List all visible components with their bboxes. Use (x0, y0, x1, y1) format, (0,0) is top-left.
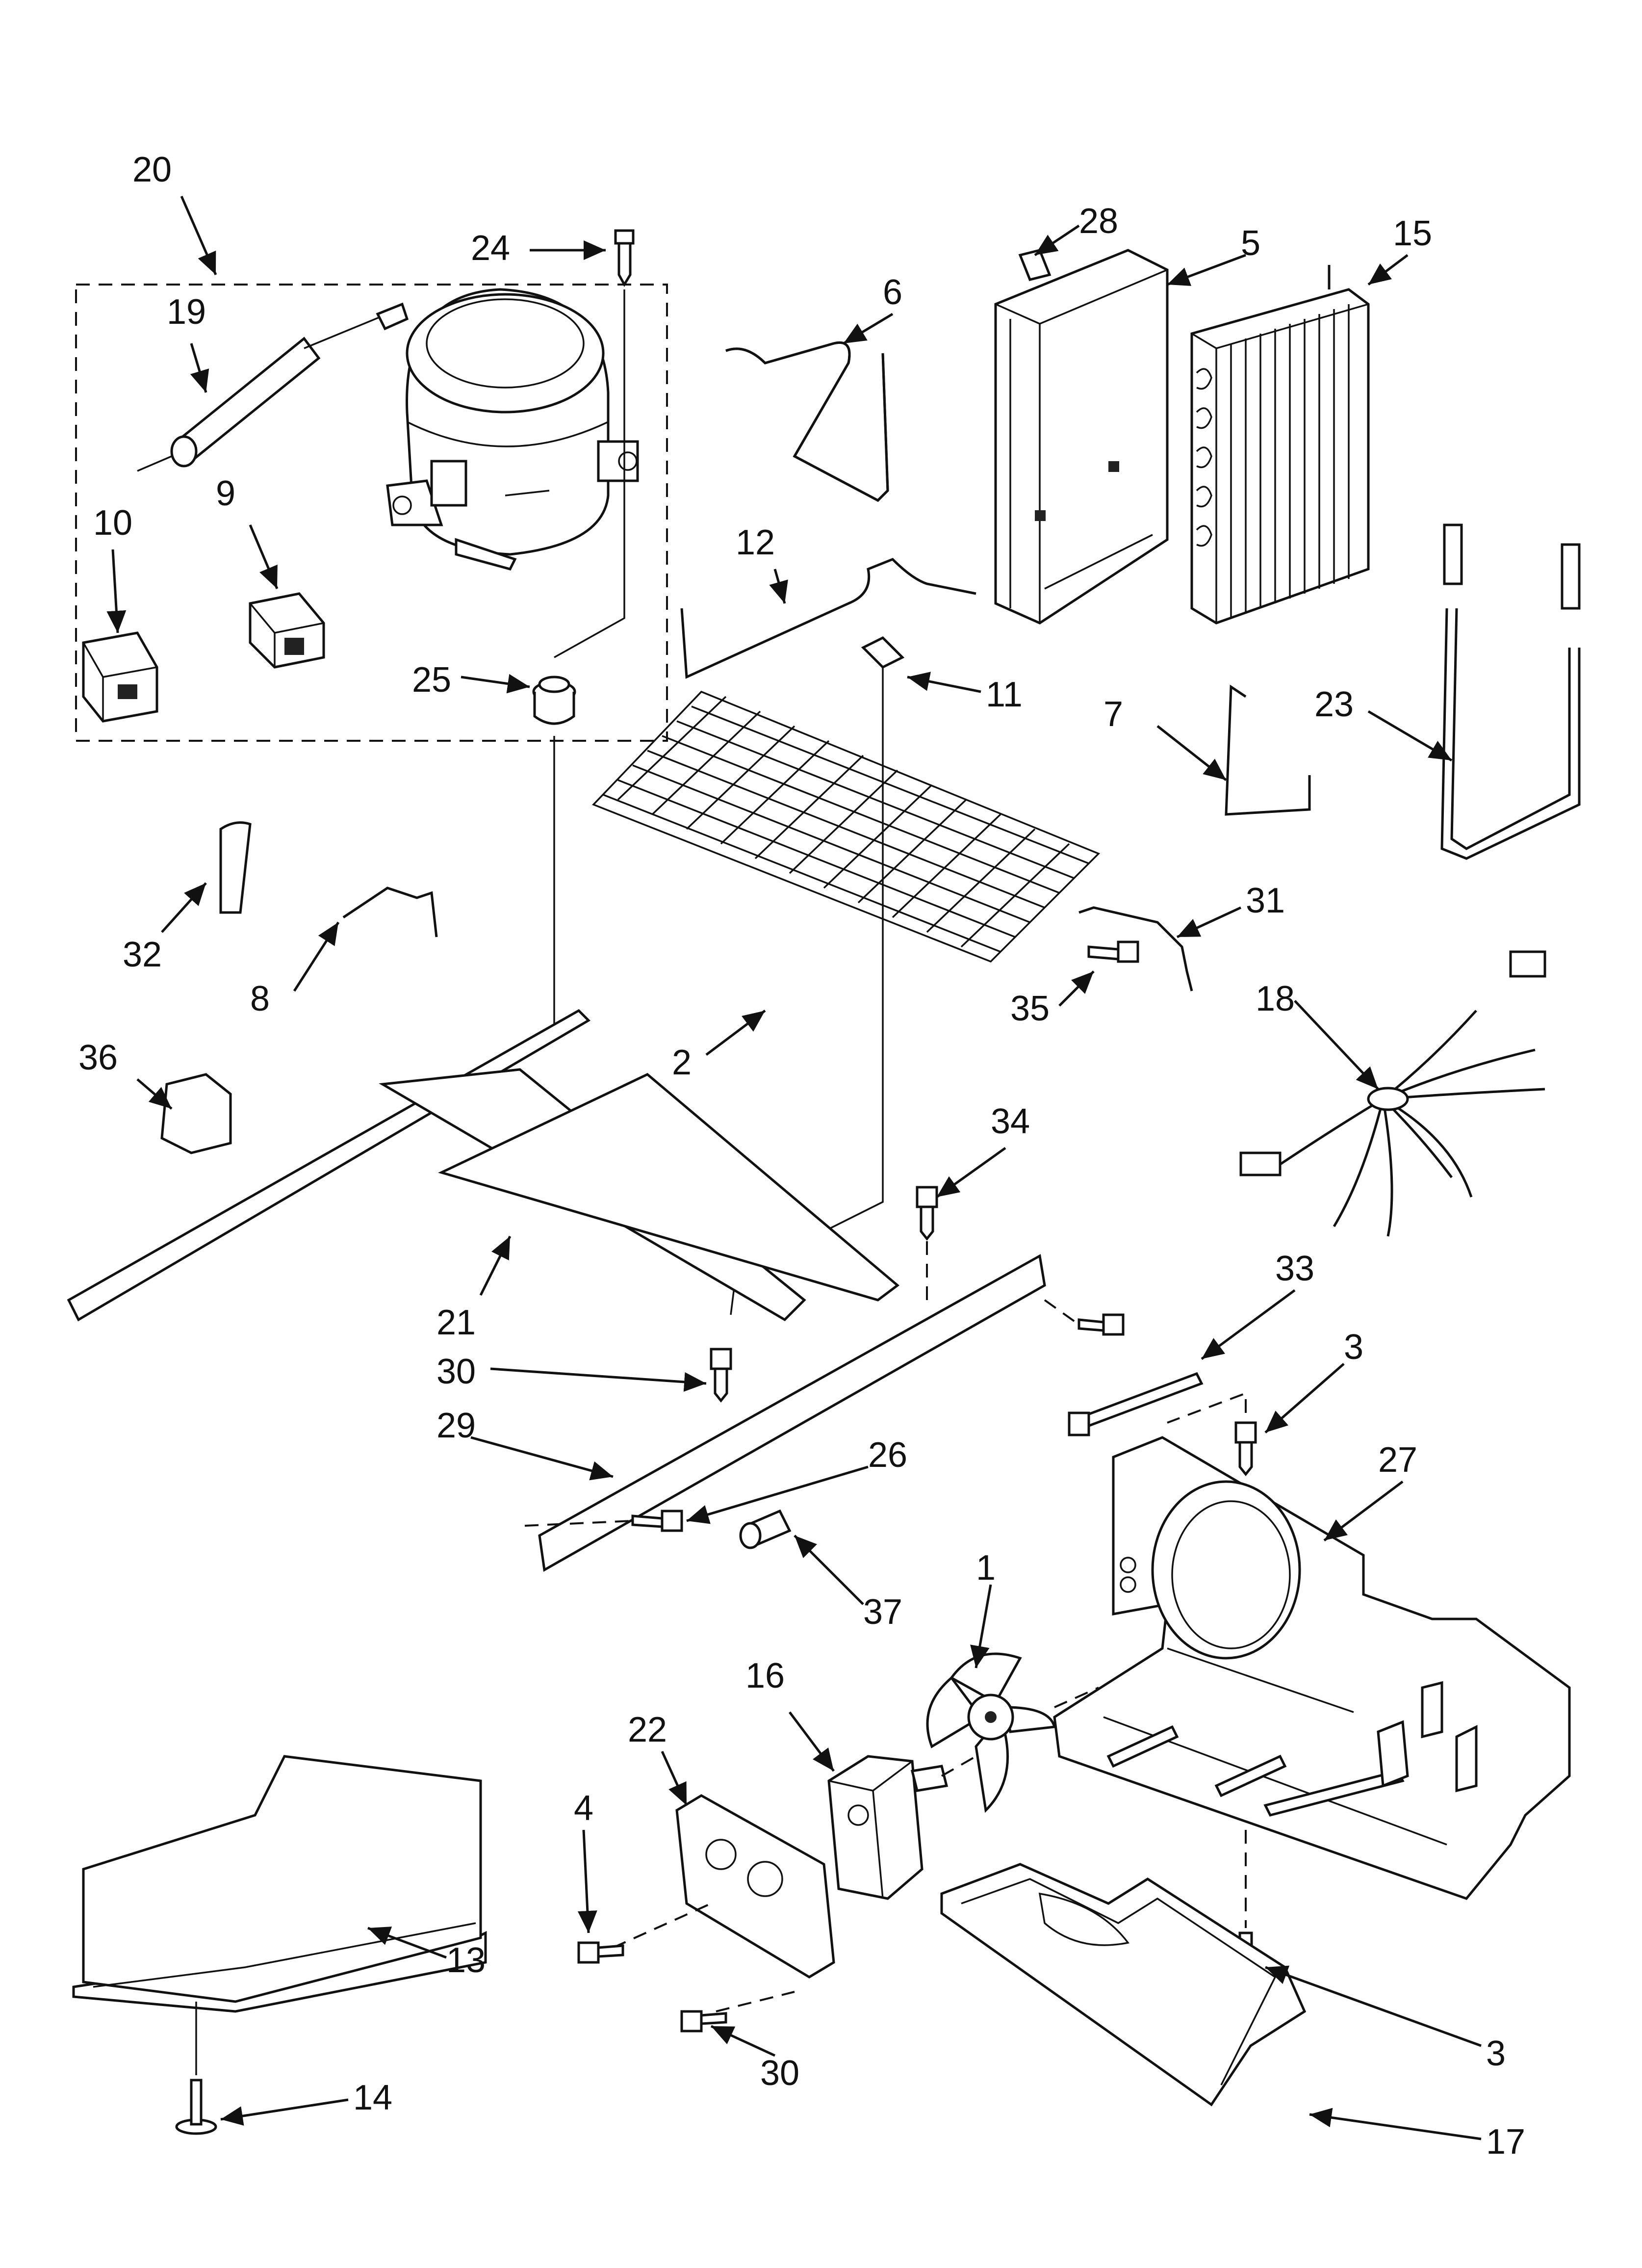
clip-28 (1018, 249, 1052, 281)
callout-5: 5 (1241, 224, 1260, 263)
callout-20: 20 (132, 150, 172, 189)
callout-26: 26 (868, 1435, 907, 1475)
callout-28: 28 (1079, 202, 1118, 241)
screw-3-upper (1234, 1421, 1257, 1477)
callout-7: 7 (1103, 695, 1123, 734)
callout-24: 24 (471, 229, 510, 268)
callout-21: 21 (436, 1303, 476, 1342)
callout-37: 37 (863, 1592, 902, 1632)
callout-30-lower: 30 (760, 2054, 799, 2093)
bracket-31 (1078, 906, 1193, 991)
insulation-panel (72, 1755, 487, 2013)
screw-35 (1087, 940, 1139, 963)
tube-12 (680, 558, 976, 679)
callout-10: 10 (93, 503, 132, 543)
relay (82, 631, 158, 723)
callout-32: 32 (123, 935, 162, 974)
leader-lines (106, 195, 1482, 2140)
pin-14 (175, 2079, 217, 2135)
callout-30-upper: 30 (436, 1352, 476, 1391)
clip-11 (861, 636, 905, 669)
screw-26 (631, 1313, 1125, 1532)
rail-29 (538, 1254, 1046, 1572)
bracket-36 (160, 1073, 232, 1154)
start-device (137, 302, 409, 472)
grommet (532, 676, 576, 725)
fan-blade (926, 1652, 1056, 1813)
callout-22: 22 (628, 1710, 667, 1749)
callout-1: 1 (976, 1548, 996, 1588)
callout-6: 6 (883, 273, 902, 312)
callout-labels: 20 19 24 10 9 25 6 28 5 15 12 11 7 23 32… (78, 150, 1525, 2162)
callout-3-upper: 3 (1344, 1328, 1363, 1367)
callout-18: 18 (1256, 979, 1295, 1018)
compressor (386, 288, 639, 571)
callout-27: 27 (1378, 1440, 1417, 1480)
callout-9: 9 (216, 474, 235, 513)
callout-15: 15 (1393, 214, 1432, 253)
machine-compartment-base (1053, 1436, 1571, 1900)
tube-32 (219, 821, 252, 914)
callout-12: 12 (736, 523, 775, 562)
callout-36: 36 (78, 1038, 118, 1077)
bolt-24 (614, 229, 635, 287)
callout-16: 16 (745, 1656, 785, 1695)
fitting-37 (739, 1509, 792, 1549)
evaporator-coil (591, 690, 1101, 963)
screw-34 (916, 1186, 938, 1241)
callout-11: 11 (986, 675, 1023, 714)
callout-34: 34 (991, 1102, 1030, 1141)
callout-35: 35 (1010, 989, 1050, 1028)
callout-14: 14 (353, 2078, 392, 2117)
callout-25: 25 (412, 660, 451, 700)
tube-6 (725, 341, 889, 502)
callout-13: 13 (446, 1941, 486, 1980)
screw-30-upper (710, 1348, 732, 1403)
callout-19: 19 (167, 292, 206, 332)
callout-33: 33 (1275, 1249, 1314, 1288)
fan-motor (827, 1755, 949, 1900)
tie-33 (1068, 1372, 1204, 1436)
callout-17: 17 (1486, 2122, 1525, 2162)
callout-8: 8 (250, 979, 270, 1018)
base-rails (67, 1009, 900, 1322)
callout-31: 31 (1246, 881, 1285, 920)
callout-4: 4 (574, 1789, 593, 1828)
evaporator-cover (994, 249, 1169, 625)
screw-30-lower (680, 2010, 727, 2033)
tube-23 (1440, 523, 1581, 860)
callout-23: 23 (1314, 685, 1354, 724)
motor-bracket (675, 1794, 835, 1979)
condenser (1190, 265, 1370, 625)
callout-29: 29 (436, 1406, 476, 1445)
callout-3-lower: 3 (1486, 2034, 1506, 2073)
compressor-assembly-box (75, 284, 668, 742)
drain-pan (940, 1863, 1307, 2107)
callout-2: 2 (672, 1043, 692, 1082)
tube-7 (1225, 684, 1311, 816)
screw-4 (577, 1941, 624, 1964)
overload (249, 592, 325, 669)
wire-8 (342, 886, 438, 938)
wire-harness (1239, 950, 1546, 1237)
